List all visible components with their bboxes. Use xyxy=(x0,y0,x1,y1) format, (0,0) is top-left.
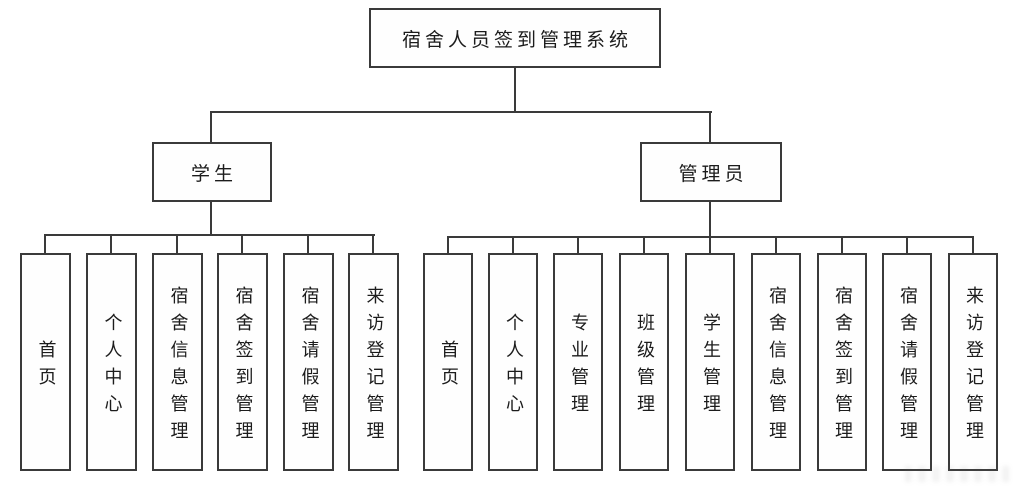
node-student-personal-center: 个人中心 xyxy=(86,253,137,471)
leaf-label: 宿舍信息管理 xyxy=(766,285,787,448)
connector-stub xyxy=(176,234,178,253)
connector-stub xyxy=(44,234,46,253)
node-student-home: 首页 xyxy=(20,253,71,471)
connector-stub xyxy=(110,234,112,253)
connector-admin-stem xyxy=(709,202,711,238)
node-root-label: 宿舍人员签到管理系统 xyxy=(401,28,632,51)
node-admin-label: 管理员 xyxy=(678,162,748,185)
node-root-system: 宿舍人员签到管理系统 xyxy=(369,8,661,68)
node-student-visitor-registration-management: 来访登记管理 xyxy=(348,253,399,471)
node-admin-dorm-leave-management: 宿舍请假管理 xyxy=(882,253,932,471)
leaf-label: 首页 xyxy=(438,339,459,394)
node-student-label: 学生 xyxy=(190,162,237,185)
connector-stub xyxy=(709,236,711,253)
node-admin-major-management: 专业管理 xyxy=(553,253,603,471)
leaf-label: 专业管理 xyxy=(568,312,589,421)
leaf-label: 宿舍签到管理 xyxy=(832,285,853,448)
connector-stub xyxy=(906,236,908,253)
leaf-label: 来访登记管理 xyxy=(963,285,984,448)
connector-stub xyxy=(512,236,514,253)
leaf-label: 班级管理 xyxy=(634,312,655,421)
connector-stub xyxy=(447,236,449,253)
leaf-label: 宿舍信息管理 xyxy=(167,285,189,448)
connector-level1-horizontal xyxy=(210,111,712,113)
node-admin-student-management: 学生管理 xyxy=(685,253,735,471)
connector-student-stem xyxy=(210,202,212,236)
node-student: 学生 xyxy=(152,142,272,202)
leaf-label: 个人中心 xyxy=(101,312,123,421)
connector-stub xyxy=(307,234,309,253)
connector-stub xyxy=(372,234,374,253)
node-student-dorm-leave-management: 宿舍请假管理 xyxy=(283,253,334,471)
connector-root-drop xyxy=(514,68,516,112)
node-admin-home: 首页 xyxy=(423,253,473,471)
leaf-label: 宿舍请假管理 xyxy=(897,285,918,448)
connector-stub xyxy=(241,234,243,253)
node-student-dorm-info-management: 宿舍信息管理 xyxy=(152,253,203,471)
node-admin-personal-center: 个人中心 xyxy=(488,253,538,471)
node-admin-visitor-registration-management: 来访登记管理 xyxy=(948,253,998,471)
leaf-label: 宿舍签到管理 xyxy=(232,285,254,448)
node-admin-dorm-info-management: 宿舍信息管理 xyxy=(751,253,801,471)
connector-student-horizontal xyxy=(44,234,375,236)
connector-stub xyxy=(841,236,843,253)
connector-stub xyxy=(775,236,777,253)
node-student-dorm-checkin-management: 宿舍签到管理 xyxy=(217,253,268,471)
leaf-label: 来访登记管理 xyxy=(363,285,385,448)
node-admin-dorm-checkin-management: 宿舍签到管理 xyxy=(817,253,867,471)
connector-stub xyxy=(643,236,645,253)
node-admin: 管理员 xyxy=(640,142,782,202)
node-admin-class-management: 班级管理 xyxy=(619,253,669,471)
connector-admin-drop xyxy=(709,111,711,142)
connector-student-drop xyxy=(210,111,212,142)
connector-stub xyxy=(577,236,579,253)
leaf-label: 首页 xyxy=(35,339,57,394)
leaf-label: 学生管理 xyxy=(700,312,721,421)
leaf-label: 宿舍请假管理 xyxy=(298,285,320,448)
leaf-label: 个人中心 xyxy=(503,312,524,421)
connector-stub xyxy=(972,236,974,253)
